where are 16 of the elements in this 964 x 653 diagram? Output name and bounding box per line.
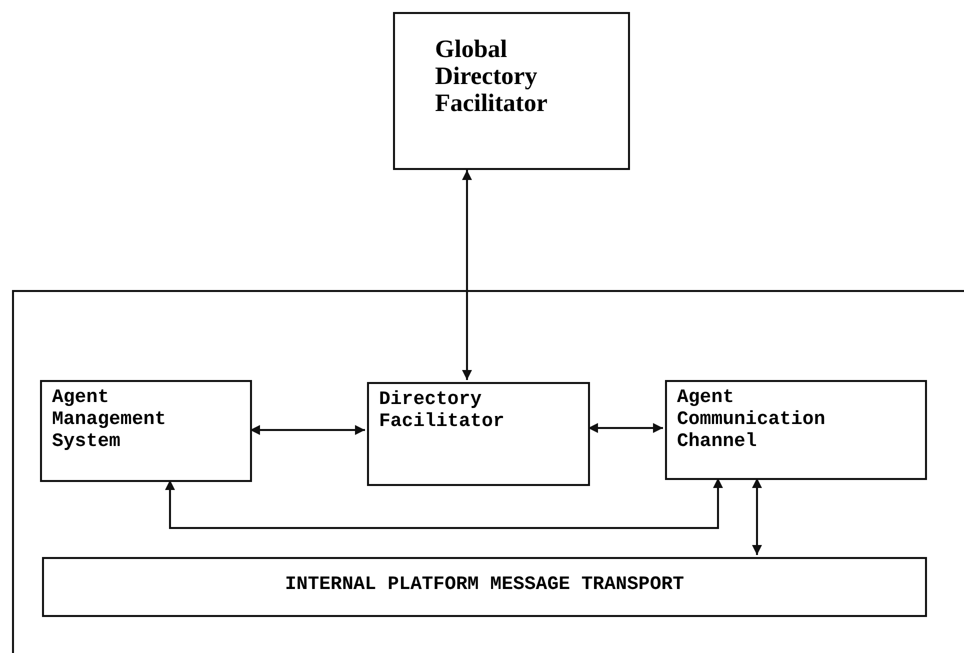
box-label: Directory Facilitator bbox=[378, 387, 506, 434]
arrow bbox=[165, 478, 723, 529]
arrow bbox=[588, 423, 663, 433]
arrow bbox=[250, 425, 365, 435]
arrow bbox=[462, 170, 472, 380]
process-box bbox=[40, 380, 252, 482]
arrow bbox=[752, 478, 762, 555]
process-box bbox=[367, 382, 590, 486]
process-box bbox=[393, 12, 630, 170]
box-label: INTERNAL PLATFORM MESSAGE TRANSPORT bbox=[284, 572, 686, 597]
box-label: Agent Management System bbox=[51, 385, 168, 454]
box-label: Agent Communication Channel bbox=[676, 385, 826, 454]
process-box bbox=[42, 557, 927, 617]
process-box bbox=[665, 380, 927, 480]
box-label: Global Directory Facilitator bbox=[434, 35, 548, 119]
platform-frame bbox=[12, 290, 964, 653]
